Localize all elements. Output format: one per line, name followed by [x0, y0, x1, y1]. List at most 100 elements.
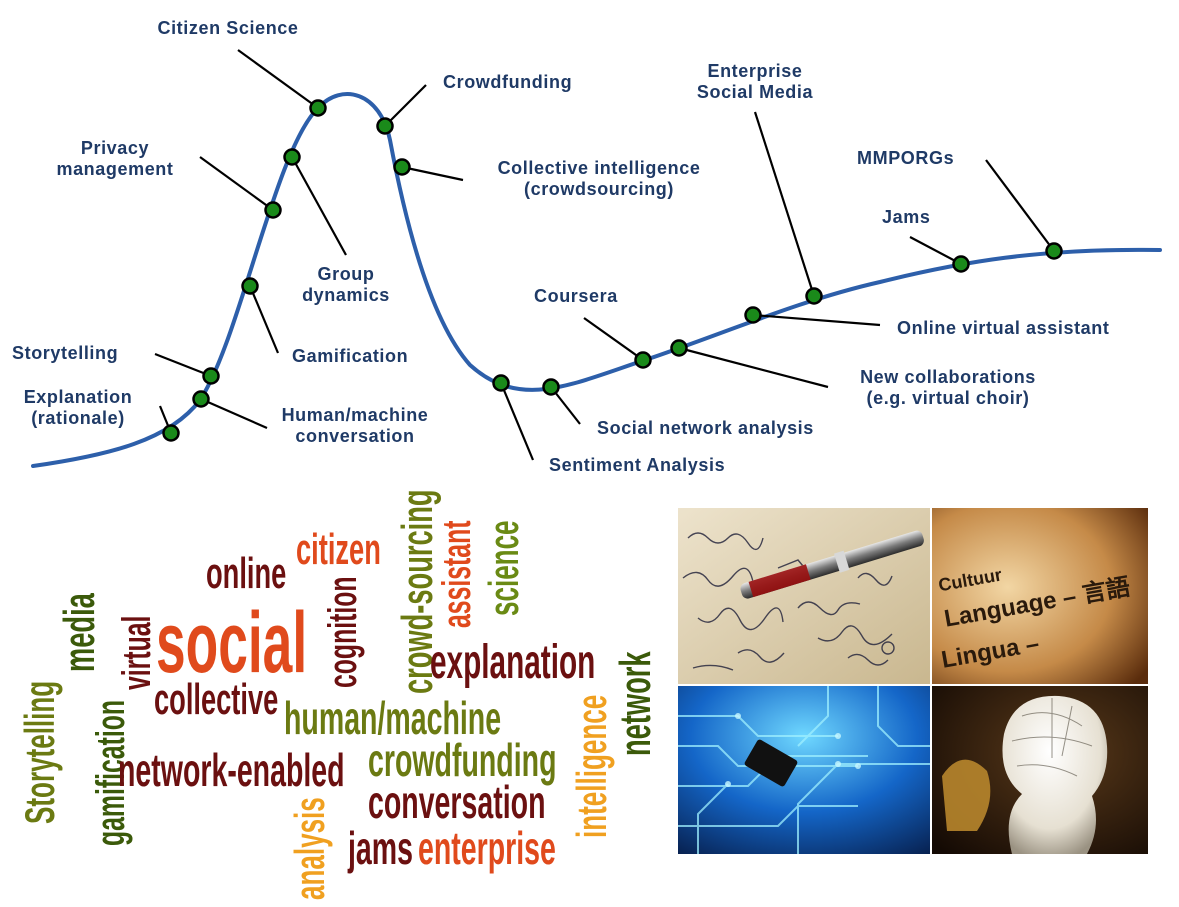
hype-label-line: management — [56, 159, 173, 179]
hype-label-line: Social network analysis — [597, 418, 814, 438]
hype-label-line: Crowdfunding — [443, 72, 572, 92]
word-collective: collective — [154, 674, 278, 723]
word-human-machine: human/machine — [284, 693, 501, 745]
hype-label-mmporgs: MMPORGs — [857, 148, 954, 168]
word-citizen: citizen — [296, 524, 381, 573]
hype-label-line: (crowdsourcing) — [524, 179, 674, 199]
hype-label-ova: Online virtual assistant — [897, 318, 1109, 338]
leader-line-new-collab — [678, 346, 829, 389]
language-photo: Cultuur Language – 言語 Lingua – — [932, 508, 1148, 684]
hype-point-coursera — [634, 351, 652, 369]
circuit-board-photo — [678, 686, 930, 854]
hype-label-line: (rationale) — [31, 408, 125, 428]
hype-point-human-machine — [192, 390, 210, 408]
hype-point-storytelling — [202, 367, 220, 385]
hype-label-crowdfunding: Crowdfunding — [443, 72, 572, 92]
word-cognition: cognition — [321, 576, 365, 688]
leader-line-sentiment — [499, 382, 535, 461]
hype-label-new-collab: New collaborations(e.g. virtual choir) — [860, 367, 1036, 408]
leader-line-human-machine — [200, 397, 268, 430]
hype-point-esm — [805, 287, 823, 305]
hype-labels: Explanation(rationale) StorytellingHuman/… — [12, 18, 1109, 475]
leader-line-crowdfunding — [384, 84, 427, 127]
leader-line-privacy — [199, 156, 274, 211]
leader-line-storytelling — [154, 352, 212, 378]
word-analysis: analysis — [287, 797, 334, 900]
hype-label-citizen-science: Citizen Science — [157, 18, 298, 38]
word-virtual: virtual — [115, 616, 159, 690]
word-explanation: explanation — [430, 636, 595, 689]
word-science: science — [481, 520, 528, 616]
word-network: network — [610, 651, 659, 756]
leader-line-group-dynamics — [291, 156, 347, 256]
hype-point-new-collab — [670, 339, 688, 357]
hype-label-collective-intelligence: Collective intelligence(crowdsourcing) — [498, 158, 701, 199]
hype-label-line: Jams — [882, 207, 930, 227]
hype-label-line: Coursera — [534, 286, 618, 306]
hype-label-line: Storytelling — [12, 343, 118, 363]
hype-label-line: Online virtual assistant — [897, 318, 1109, 338]
hype-label-line: Citizen Science — [157, 18, 298, 38]
hype-label-line: (e.g. virtual choir) — [866, 388, 1029, 408]
hype-label-line: Social Media — [697, 82, 814, 102]
hype-point-sna — [542, 378, 560, 396]
word-media: media — [54, 593, 103, 672]
hype-label-sentiment: Sentiment Analysis — [549, 455, 725, 475]
word-intelligence: intelligence — [569, 695, 616, 838]
hype-point-collective-intelligence — [393, 158, 411, 176]
phrenology-head-photo — [932, 686, 1148, 854]
hype-point-crowdfunding — [376, 117, 394, 135]
hype-label-line: MMPORGs — [857, 148, 954, 168]
leader-line-gamification — [248, 285, 280, 354]
leader-line-jams — [909, 236, 962, 265]
hype-curve — [31, 92, 1162, 468]
hype-point-gamification — [241, 277, 259, 295]
hype-point-sentiment — [492, 374, 510, 392]
word-assistant: assistant — [435, 521, 479, 628]
hype-label-line: Sentiment Analysis — [549, 455, 725, 475]
hype-label-line: Gamification — [292, 346, 408, 366]
leader-line-ova — [752, 313, 881, 327]
leader-line-coursera — [583, 317, 644, 361]
hype-point-privacy — [264, 201, 282, 219]
hype-point-explanation — [162, 424, 180, 442]
hype-points — [162, 99, 1063, 442]
word-conversation: conversation — [368, 777, 545, 829]
hype-label-line: Enterprise — [707, 61, 802, 81]
hype-label-line: dynamics — [302, 285, 390, 305]
hype-point-mmporgs — [1045, 242, 1063, 260]
hype-point-jams — [952, 255, 970, 273]
word-jams: jams — [347, 823, 413, 875]
word-enterprise: enterprise — [418, 823, 556, 875]
handwriting-pen-photo — [678, 508, 930, 684]
hype-label-line: Privacy — [81, 138, 149, 158]
leader-line-citizen-science — [237, 49, 319, 109]
hype-label-storytelling: Storytelling — [12, 343, 118, 363]
hype-label-gamification: Gamification — [292, 346, 408, 366]
hype-label-sna: Social network analysis — [597, 418, 814, 438]
hype-label-coursera: Coursera — [534, 286, 618, 306]
hype-label-line: New collaborations — [860, 367, 1036, 387]
photo-collage: Cultuur Language – 言語 Lingua – — [678, 508, 1148, 854]
word-gamification: gamification — [89, 700, 133, 846]
leader-line-mmporgs — [985, 159, 1055, 252]
hype-point-ova — [744, 306, 762, 324]
hype-point-citizen-science — [309, 99, 327, 117]
word-social: social — [156, 595, 307, 691]
hype-label-line: Collective intelligence — [498, 158, 701, 178]
word-crowd-sourcing: crowd-sourcing — [392, 489, 441, 694]
hype-label-line: conversation — [295, 426, 414, 446]
word-crowdfunding: crowdfunding — [368, 735, 556, 787]
word-storytelling: Storytelling — [17, 681, 64, 824]
hype-label-explanation: Explanation(rationale) — [24, 387, 133, 428]
hype-label-jams: Jams — [882, 207, 930, 227]
hype-label-line: Explanation — [24, 387, 133, 407]
hype-point-group-dynamics — [283, 148, 301, 166]
leader-line-collective-intelligence — [401, 165, 464, 182]
